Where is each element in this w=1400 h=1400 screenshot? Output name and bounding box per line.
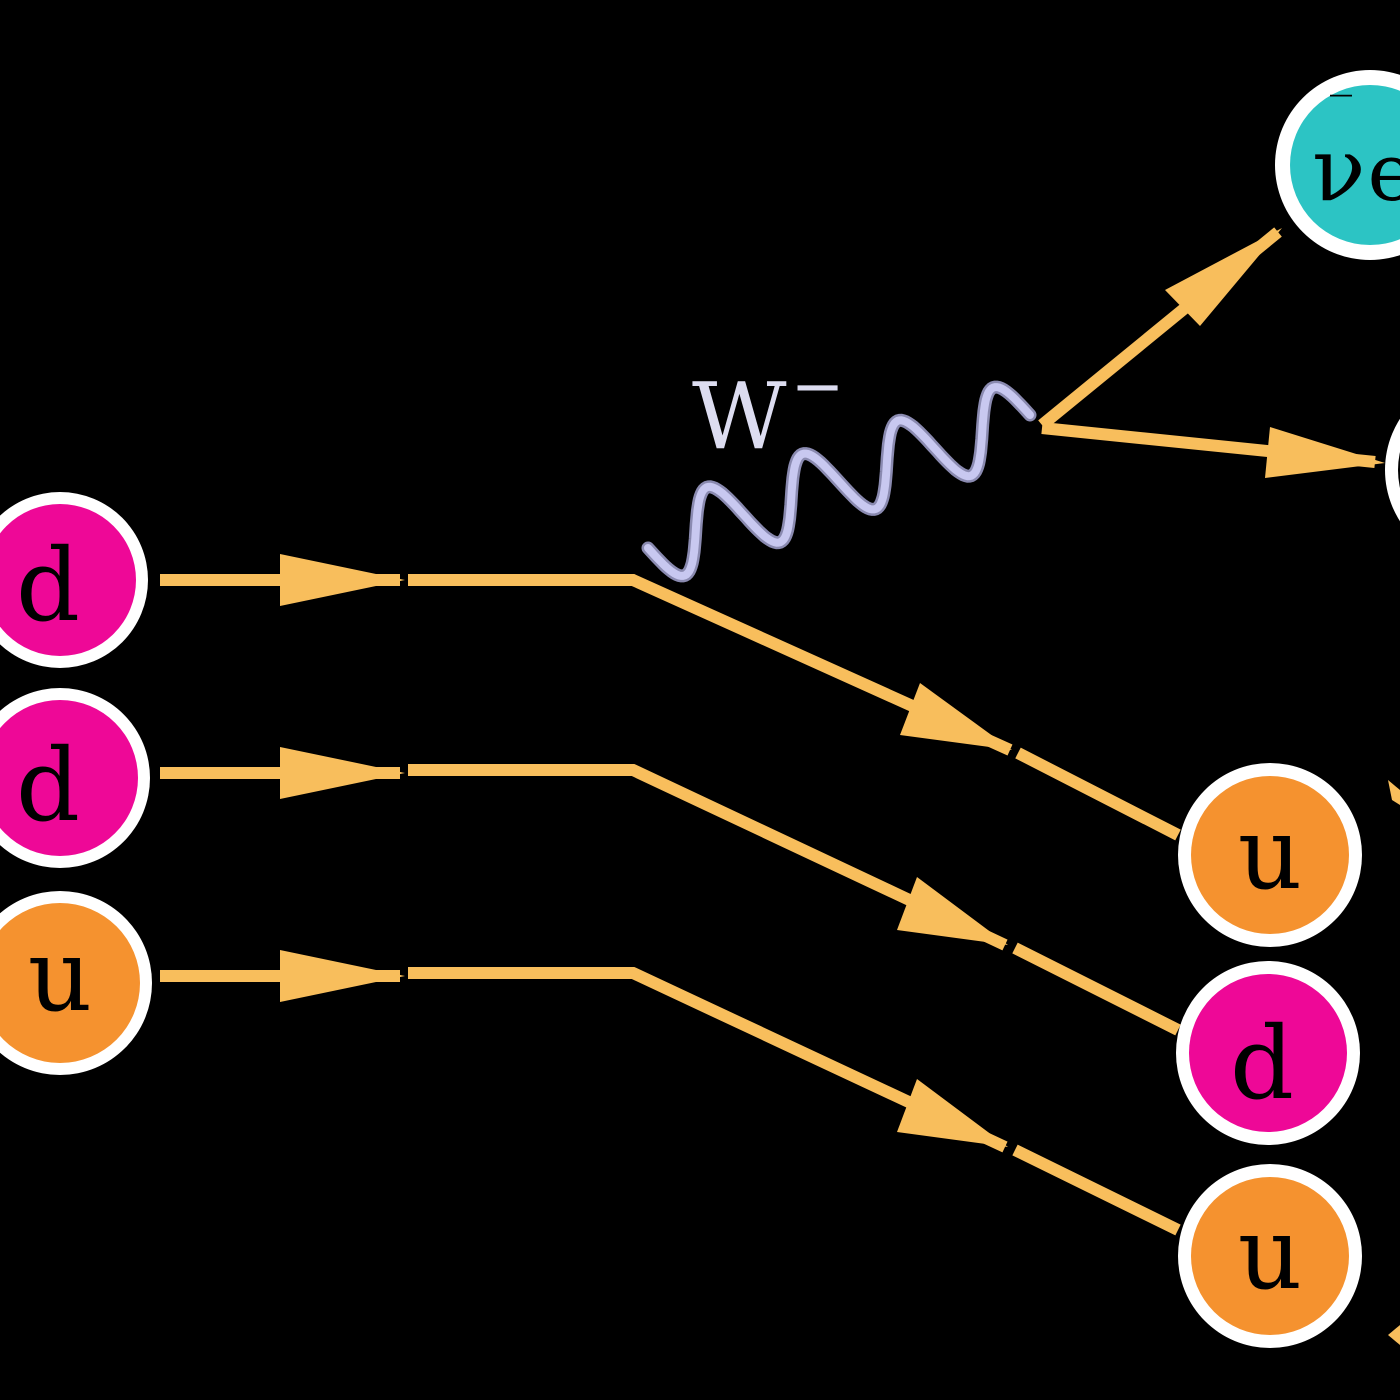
outgoing-quark: u bbox=[1178, 763, 1362, 947]
incoming-quark: u bbox=[0, 891, 152, 1075]
w-boson-line bbox=[641, 380, 1037, 583]
antineutrino-line bbox=[1038, 227, 1282, 430]
electron-line bbox=[1041, 422, 1385, 478]
quark-label: u bbox=[28, 917, 92, 1034]
quark-label: d bbox=[1230, 1005, 1294, 1122]
incoming-quark-line bbox=[160, 554, 1181, 841]
arrow-fragment bbox=[1388, 780, 1400, 805]
incoming-quark: d bbox=[0, 688, 150, 868]
arrow-fragment bbox=[1388, 1325, 1400, 1345]
incoming-quark-line bbox=[160, 747, 1181, 1036]
quark-label: d bbox=[16, 727, 80, 844]
quark-label: u bbox=[1238, 1195, 1302, 1312]
w-boson-label: W− bbox=[692, 350, 844, 470]
incoming-quark: d bbox=[0, 492, 148, 668]
antineutrino-label: νe bbox=[1312, 118, 1400, 221]
outgoing-quark: d bbox=[1176, 961, 1360, 1145]
electron bbox=[1385, 418, 1400, 522]
incoming-quark-line bbox=[160, 950, 1181, 1236]
antineutrino-bar: ‾ bbox=[1330, 88, 1352, 139]
antineutrino: νe ‾ bbox=[1275, 70, 1400, 260]
outgoing-quark: u bbox=[1178, 1164, 1362, 1348]
quark-label: d bbox=[16, 527, 80, 644]
quark-label: u bbox=[1238, 795, 1302, 912]
